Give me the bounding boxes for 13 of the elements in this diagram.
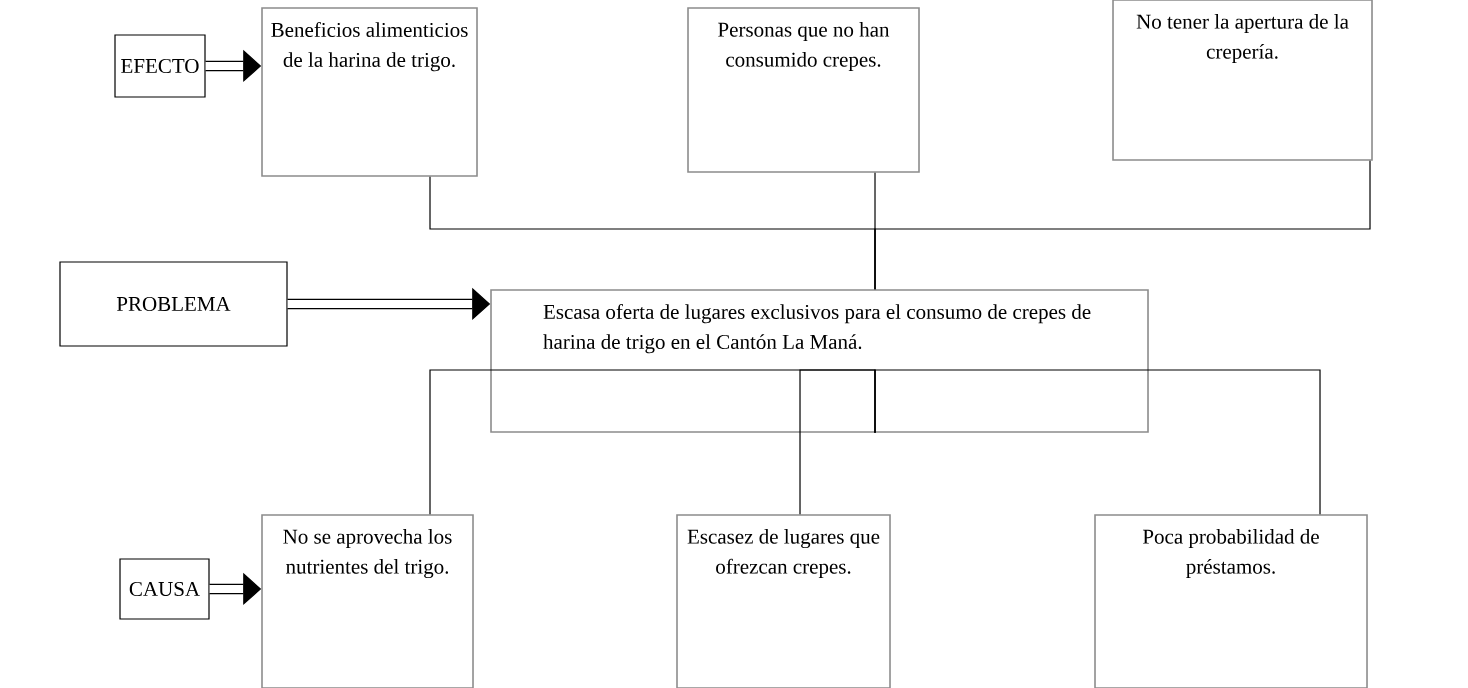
text-box: No se aprovecha los nutrientes del trigo. <box>261 514 474 688</box>
label-box: PROBLEMA <box>59 261 288 347</box>
connector-line <box>799 369 876 515</box>
text-box: Poca probabilidad de préstamos. <box>1094 514 1368 688</box>
text-box: Beneficios alimenticios de la harina de trigo. <box>261 7 478 177</box>
text-box: Escasez de lugares que ofrezcan crepes. <box>676 514 891 688</box>
label-box: EFECTO <box>114 34 206 98</box>
text-box: No tener la apertura de la crepería. <box>1112 0 1373 161</box>
connector-line <box>874 160 1371 290</box>
connector-line <box>874 369 1321 515</box>
problem-box: Escasa oferta de lugares exclusivos para el consumo de crepes de harina de trigo en el Cantón La Maná. <box>490 289 1149 433</box>
label-box: CAUSA <box>119 558 210 620</box>
text-box: Personas que no han consumido crepes. <box>687 7 920 173</box>
